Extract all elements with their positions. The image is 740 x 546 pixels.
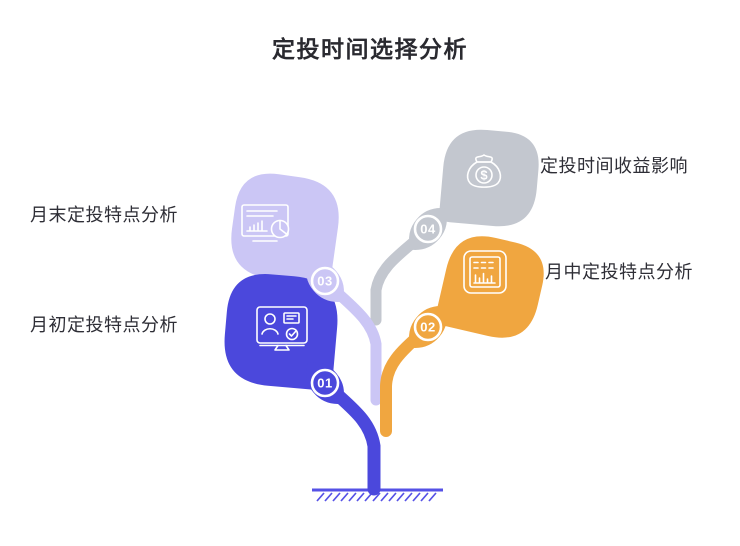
badge-number-04: 04 xyxy=(420,222,436,237)
report-table-chart-icon xyxy=(463,250,507,294)
node-badge-02: 02 xyxy=(399,296,457,358)
ground-hatching xyxy=(316,492,437,502)
dollar-glyph: $ xyxy=(480,168,488,183)
badge-number-03: 03 xyxy=(317,274,332,289)
node-badge-01: 01 xyxy=(296,352,354,414)
node-badge-03: 03 xyxy=(296,250,354,312)
leaf-04 xyxy=(438,126,542,230)
label-month-start: 月初定投特点分析 xyxy=(30,315,178,335)
presentation-board-icon xyxy=(256,306,308,351)
document-pie-chart-icon xyxy=(241,204,290,242)
money-bag-icon: $ xyxy=(466,154,502,188)
node-badge-04: 04 xyxy=(399,198,457,260)
badge-number-02: 02 xyxy=(420,320,435,335)
label-time-return-impact: 定投时间收益影响 xyxy=(540,156,688,176)
page-title: 定投时间选择分析 xyxy=(272,36,468,62)
badge-number-01: 01 xyxy=(317,376,332,391)
label-month-end: 月末定投特点分析 xyxy=(30,205,178,225)
label-mid-month: 月中定投特点分析 xyxy=(545,262,693,282)
